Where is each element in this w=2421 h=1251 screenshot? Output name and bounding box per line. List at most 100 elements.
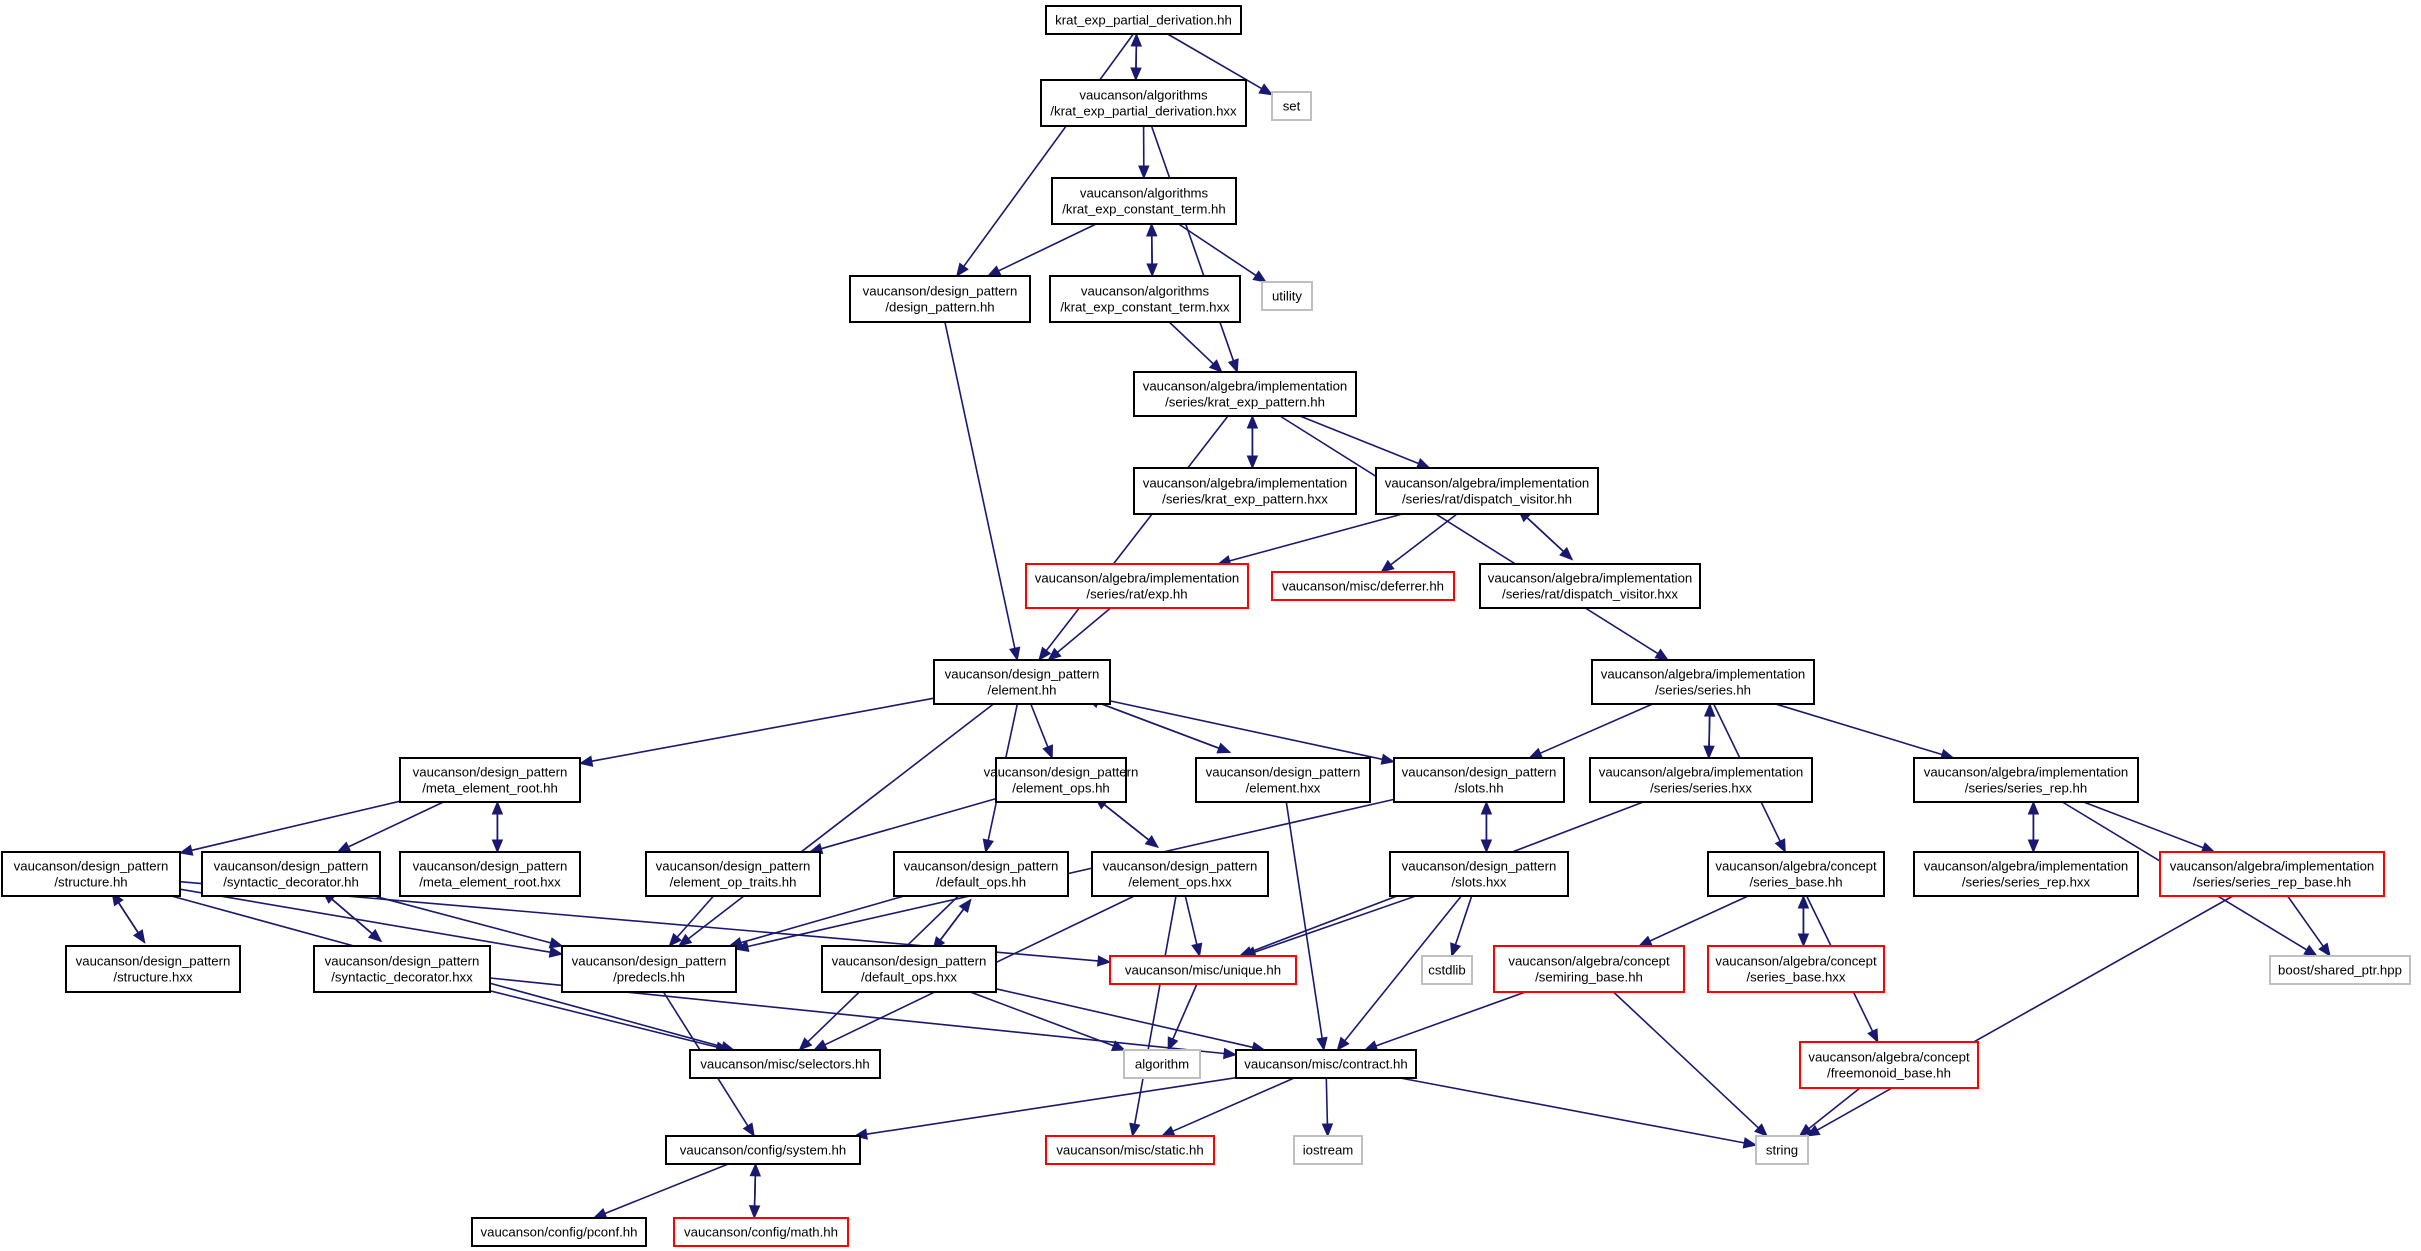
node-label-line: utility <box>1272 289 1302 304</box>
node-label-line: string <box>1766 1143 1798 1158</box>
node-semiring[interactable]: vaucanson/algebra/concept/semiring_base.… <box>1493 945 1685 993</box>
node-sbase-hxx[interactable]: vaucanson/algebra/concept/series_base.hx… <box>1707 945 1885 993</box>
node-sd-hxx[interactable]: vaucanson/design_pattern/syntactic_decor… <box>313 945 491 993</box>
node-eops-hh[interactable]: vaucanson/design_pattern/element_ops.hh <box>984 757 1139 803</box>
edge-kect_hh-to-dp_hh <box>986 223 1097 277</box>
node-label-line: /structure.hxx <box>113 970 193 985</box>
node-selectors[interactable]: vaucanson/misc/selectors.hh <box>689 1049 881 1079</box>
edge-line <box>998 223 1097 272</box>
edge-srb_hh-to-shared_ptr <box>2286 895 2331 958</box>
node-sd-hh[interactable]: vaucanson/design_pattern/syntactic_decor… <box>201 851 381 897</box>
edge-slots_hxx-to-slots_hh <box>1480 800 1493 852</box>
node-element-hxx[interactable]: vaucanson/design_pattern/element.hxx <box>1195 757 1371 803</box>
node-mer-hh[interactable]: vaucanson/design_pattern/meta_element_ro… <box>399 757 581 803</box>
edge-arrowhead <box>1742 1137 1758 1149</box>
edge-sbase_hxx-to-sbase_hh <box>1797 894 1810 947</box>
node-label-line: /freemonoid_base.hh <box>1827 1066 1951 1081</box>
edge-arrowhead <box>1380 559 1395 573</box>
node-box <box>1389 851 1569 897</box>
node-label-line: vaucanson/config/math.hh <box>684 1225 838 1240</box>
node-exp-hh[interactable]: vaucanson/algebra/implementation/series/… <box>1025 563 1249 609</box>
edge-dops_hxx-to-contract <box>995 988 1266 1053</box>
node-label-line: /meta_element_root.hh <box>422 781 558 796</box>
node-label-line: vaucanson/design_pattern <box>832 954 987 969</box>
node-kepd-hxx[interactable]: vaucanson/algorithms/krat_exp_partial_de… <box>1040 79 1247 127</box>
node-eot-hh[interactable]: vaucanson/design_pattern/element_op_trai… <box>645 851 821 897</box>
edge-arrowhead <box>491 800 504 815</box>
node-box <box>561 945 737 993</box>
edge-kepd_hxx-to-root <box>1130 32 1143 81</box>
node-slots-hh[interactable]: vaucanson/design_pattern/slots.hh <box>1393 757 1565 803</box>
edge-arrowhead <box>1380 753 1396 765</box>
edge-arrowhead <box>1415 458 1431 469</box>
edge-line <box>1254 895 1417 953</box>
node-box <box>1799 1041 1979 1089</box>
node-freemonoid[interactable]: vaucanson/algebra/concept/freemonoid_bas… <box>1799 1041 1979 1089</box>
node-box <box>1123 1049 1201 1079</box>
node-box <box>673 1217 849 1247</box>
node-dops-hh[interactable]: vaucanson/design_pattern/default_ops.hh <box>893 851 1069 897</box>
node-box <box>313 945 491 993</box>
node-label-line: /series/series_rep_base.hh <box>2193 875 2351 890</box>
node-label-line: /syntactic_decorator.hh <box>223 875 359 890</box>
node-structure-hh[interactable]: vaucanson/design_pattern/structure.hh <box>1 851 181 897</box>
node-dp-hh[interactable]: vaucanson/design_pattern/design_pattern.… <box>849 275 1031 323</box>
node-kect-hh[interactable]: vaucanson/algorithms/krat_exp_constant_t… <box>1051 177 1237 225</box>
node-root[interactable]: krat_exp_partial_derivation.hh <box>1045 5 1242 35</box>
edge-arrowhead <box>578 755 594 767</box>
node-label-line: vaucanson/misc/selectors.hh <box>700 1057 869 1072</box>
node-kep-hh[interactable]: vaucanson/algebra/implementation/series/… <box>1133 371 1357 417</box>
node-label-line: /series_base.hh <box>1749 875 1842 890</box>
node-predecls[interactable]: vaucanson/design_pattern/predecls.hh <box>561 945 737 993</box>
node-dv-hxx[interactable]: vaucanson/algebra/implementation/series/… <box>1479 563 1701 609</box>
node-system-hh[interactable]: vaucanson/config/system.hh <box>665 1135 861 1165</box>
node-slots-hxx[interactable]: vaucanson/design_pattern/slots.hxx <box>1389 851 1569 897</box>
node-box <box>1045 1135 1215 1165</box>
node-deferrer[interactable]: vaucanson/misc/deferrer.hh <box>1271 571 1455 601</box>
node-structure-hxx[interactable]: vaucanson/design_pattern/structure.hxx <box>65 945 241 993</box>
node-element-hh[interactable]: vaucanson/design_pattern/element.hh <box>933 659 1111 705</box>
node-kect-hxx[interactable]: vaucanson/algorithms/krat_exp_constant_t… <box>1049 275 1241 323</box>
node-label-line: vaucanson/algebra/implementation <box>2170 859 2375 874</box>
node-box <box>399 757 581 803</box>
node-static-hh[interactable]: vaucanson/misc/static.hh <box>1045 1135 1215 1165</box>
node-eops-hxx[interactable]: vaucanson/design_pattern/element_ops.hxx <box>1091 851 1269 897</box>
edge-arrowhead <box>1480 800 1493 815</box>
node-mer-hxx[interactable]: vaucanson/design_pattern/meta_element_ro… <box>399 851 581 897</box>
node-series-hxx[interactable]: vaucanson/algebra/implementation/series/… <box>1589 757 1813 803</box>
edge-line <box>1030 703 1049 748</box>
node-kep-hxx[interactable]: vaucanson/algebra/implementation/series/… <box>1133 467 1357 515</box>
node-label-line: vaucanson/design_pattern <box>572 954 727 969</box>
node-box <box>1109 955 1297 985</box>
node-box <box>1913 851 2139 897</box>
node-srep-hh[interactable]: vaucanson/algebra/implementation/series/… <box>1913 757 2139 803</box>
edge-arrowhead <box>986 265 1002 277</box>
edge-line <box>118 902 146 944</box>
node-label-line: vaucanson/design_pattern <box>904 859 1059 874</box>
edge-dops_hxx-to-algorithm <box>970 991 1126 1052</box>
edge-element_hh-to-mer_hh <box>578 697 935 767</box>
node-series-hh[interactable]: vaucanson/algebra/implementation/series/… <box>1591 659 1815 705</box>
node-unique[interactable]: vaucanson/misc/unique.hh <box>1109 955 1297 985</box>
edge-arrowhead <box>1227 358 1239 374</box>
edge-line <box>1133 895 1177 1125</box>
edge-dv_hh-to-deferrer <box>1380 513 1458 573</box>
node-label-line: vaucanson/config/system.hh <box>680 1143 846 1158</box>
node-box <box>1755 1135 1809 1165</box>
node-label-line: vaucanson/misc/contract.hh <box>1244 1057 1407 1072</box>
edge-dv_hh-to-exp_hh <box>1216 513 1403 567</box>
node-contract[interactable]: vaucanson/misc/contract.hh <box>1235 1049 1417 1079</box>
edge-freemonoid-to-string <box>1798 1087 1861 1137</box>
node-pconf[interactable]: vaucanson/config/pconf.hh <box>471 1217 647 1247</box>
node-dops-hxx[interactable]: vaucanson/design_pattern/default_ops.hxx <box>821 945 997 993</box>
edge-kepd_hxx-to-kep_hh <box>1150 125 1239 374</box>
node-label-line: vaucanson/algebra/implementation <box>1488 571 1693 586</box>
node-srep-hxx[interactable]: vaucanson/algebra/implementation/series/… <box>1913 851 2139 897</box>
node-set: set <box>1271 91 1312 121</box>
node-sbase-hh[interactable]: vaucanson/algebra/concept/series_base.hh <box>1707 851 1885 897</box>
node-box <box>1051 177 1237 225</box>
node-math-hh[interactable]: vaucanson/config/math.hh <box>673 1217 849 1247</box>
node-srb-hh[interactable]: vaucanson/algebra/implementation/series/… <box>2159 851 2385 897</box>
node-dv-hh[interactable]: vaucanson/algebra/implementation/series/… <box>1375 467 1599 515</box>
node-label-line: /series/krat_exp_pattern.hh <box>1165 395 1325 410</box>
